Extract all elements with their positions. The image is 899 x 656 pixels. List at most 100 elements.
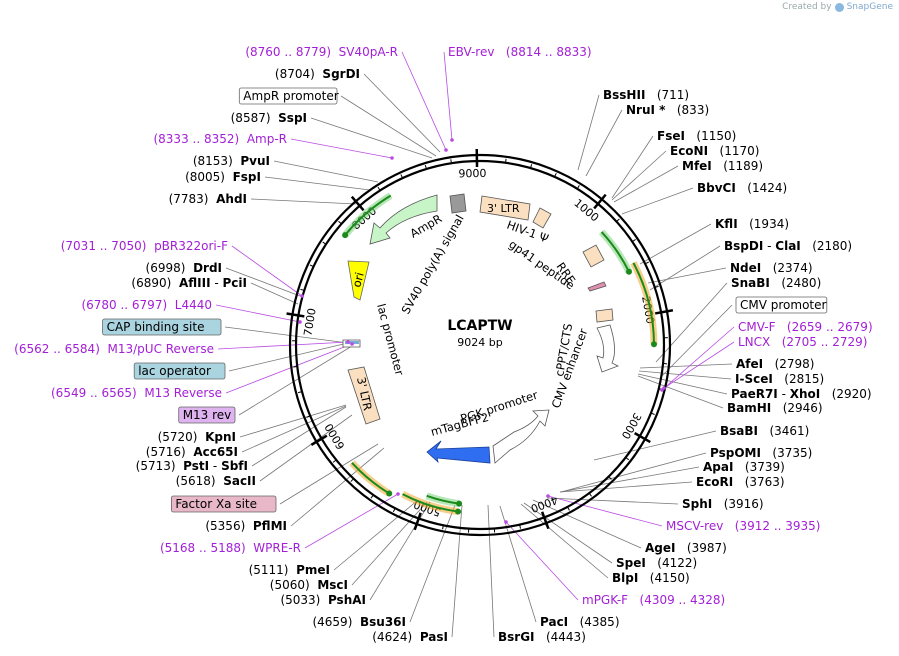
feature-ltr3[interactable] xyxy=(347,366,381,425)
primer-arc-ampr[interactable] xyxy=(344,194,392,236)
label-l41[interactable]: PspOMI (3735) xyxy=(710,446,812,460)
feature-pgk-promoter[interactable] xyxy=(492,409,550,464)
label-name-l50: SnaBI xyxy=(731,276,770,290)
label-name-l41: PspOMI xyxy=(710,446,761,460)
label-l29[interactable]: (4659) Bsu36I xyxy=(312,615,406,629)
label-pos-l05: (8587) xyxy=(231,111,279,125)
label-l15[interactable]: (6562 .. 6584) M13/pUC Reverse xyxy=(14,340,350,356)
label-l13[interactable]: (6780 .. 6797) L4440 xyxy=(81,298,302,324)
label-l45[interactable]: I-SceI (2815) xyxy=(735,372,824,386)
label-l34[interactable]: BlpI (4150) xyxy=(612,571,690,585)
feature-ori[interactable] xyxy=(347,260,370,301)
label-l06[interactable]: (8333 .. 8352) Amp-R xyxy=(153,132,394,160)
label-l28[interactable]: (5033) PshAI xyxy=(280,593,366,607)
label-l18[interactable]: M13 rev xyxy=(178,406,236,424)
leader-l39 xyxy=(559,481,693,493)
label-l11[interactable]: (6998) DrdI xyxy=(146,261,222,275)
label-l36[interactable]: AgeI (3987) xyxy=(645,541,727,555)
label-l37[interactable]: MSCV-rev (3912 .. 3935) xyxy=(546,494,821,533)
label-name2-l44: XhoI xyxy=(790,387,821,401)
label-l49[interactable]: CMV promoter xyxy=(735,296,828,314)
label-l38[interactable]: SphI (3916) xyxy=(682,497,764,511)
label-text-l45: I-SceI (2815) xyxy=(735,372,824,386)
label-l30[interactable]: (4624) PasI xyxy=(372,630,448,644)
label-pos-l28: (5033) xyxy=(280,593,328,607)
label-l17[interactable]: (6549 .. 6565) M13 Reverse xyxy=(51,342,354,400)
orf-arc-bottom[interactable] xyxy=(402,493,459,513)
feature-rre[interactable] xyxy=(582,244,605,268)
label-text-l59: BssHII (711) xyxy=(603,88,689,102)
label-l32[interactable]: PacI (4385) xyxy=(540,615,620,629)
label-l24[interactable]: (5356) PflMI xyxy=(205,519,287,533)
feature-mtagbfp2[interactable] xyxy=(426,440,491,464)
label-text-l57: FseI (1150) xyxy=(657,129,736,143)
primer-site-l13 xyxy=(298,320,302,324)
label-l23[interactable]: Factor Xa site xyxy=(170,495,277,513)
label-l05[interactable]: (8587) SspI xyxy=(231,111,307,125)
label-l26[interactable]: (5111) PmeI xyxy=(249,563,330,577)
label-l43[interactable]: BamHI (2946) xyxy=(727,401,823,415)
label-pos-l12: (6890) xyxy=(131,276,179,290)
label-l27[interactable]: (5060) MscI xyxy=(270,578,348,592)
feature-ltr5[interactable]: 3' LTR xyxy=(479,195,552,229)
label-l47[interactable]: LNCX (2705 .. 2729) xyxy=(662,335,867,390)
feature-cppt[interactable] xyxy=(595,308,614,323)
label-l48[interactable]: CMV-F (2659 .. 2679) xyxy=(660,320,873,392)
leader-l09 xyxy=(250,198,357,205)
feature-gp41[interactable] xyxy=(587,281,607,292)
label-l08[interactable]: (8005) FspI xyxy=(185,170,261,184)
label-name-l07: PvuI xyxy=(240,154,270,168)
label-l25[interactable]: (5168 .. 5188) WPRE-R xyxy=(160,492,400,555)
label-l31[interactable]: BsrGI (4443) xyxy=(498,630,586,644)
orf-arc-right[interactable] xyxy=(632,262,655,345)
feature-ampr[interactable] xyxy=(369,194,438,245)
feature-cmv-enhancer[interactable] xyxy=(596,324,619,373)
label-l04[interactable]: AmpR promoter xyxy=(238,87,339,105)
label-l39[interactable]: EcoRI (3763) xyxy=(696,475,785,489)
label-l44[interactable]: PaeR7I - XhoI (2920) xyxy=(731,387,872,401)
label-l03[interactable]: (8704) SgrDI xyxy=(275,67,360,81)
label-l14[interactable]: CAP binding site xyxy=(102,318,222,336)
leader-l55 xyxy=(613,165,679,203)
label-l40[interactable]: ApaI (3739) xyxy=(703,460,785,474)
label-l54[interactable]: BbvCI (1424) xyxy=(697,181,787,195)
label-l22[interactable]: (5618) SacII xyxy=(176,474,256,488)
leader-l02 xyxy=(443,51,453,141)
label-l16[interactable]: lac operator xyxy=(133,362,226,380)
label-name-l48: CMV-F xyxy=(738,320,776,334)
label-l52[interactable]: BspDI - ClaI (2180) xyxy=(724,239,852,253)
label-l50[interactable]: SnaBI (2480) xyxy=(731,276,821,290)
label-name-l18: M13 rev xyxy=(183,408,232,422)
label-pos-l26: (5111) xyxy=(249,563,297,577)
label-l56[interactable]: EcoNI (1170) xyxy=(670,144,759,158)
label-l02[interactable]: EBV-rev (8814 .. 8833) xyxy=(448,45,592,142)
label-l10[interactable]: (7031 .. 7050) pBR322ori-F xyxy=(61,239,304,298)
label-l53[interactable]: KflI (1934) xyxy=(715,217,789,231)
label-text-l47: LNCX (2705 .. 2729) xyxy=(738,335,867,349)
label-l57[interactable]: FseI (1150) xyxy=(657,129,736,143)
leader-l08 xyxy=(264,176,371,191)
label-text-l29: (4659) Bsu36I xyxy=(312,615,406,629)
label-l59[interactable]: BssHII (711) xyxy=(603,88,689,102)
label-l21[interactable]: (5713) PstI - SbfI xyxy=(136,459,248,473)
label-l42[interactable]: BsaBI (3461) xyxy=(720,424,809,438)
label-pos-l42: (3461) xyxy=(758,424,809,438)
label-name-l58: NruI * xyxy=(626,103,666,117)
leader-l47 xyxy=(663,341,735,389)
label-l20[interactable]: (5716) Acc65I xyxy=(146,445,238,459)
label-l01[interactable]: (8760 .. 8779) SV40pA-R xyxy=(245,45,448,152)
label-l51[interactable]: NdeI (2374) xyxy=(730,261,813,275)
label-l19[interactable]: (5720) KpnI xyxy=(158,430,236,444)
primer-arcs xyxy=(342,192,658,516)
label-l33[interactable]: mPGK-F (4309 .. 4328) xyxy=(504,520,725,607)
primer-site-l01 xyxy=(444,148,448,152)
label-l35[interactable]: SpeI (4122) xyxy=(616,556,697,570)
label-name-l20: Acc65I xyxy=(193,445,238,459)
label-l46[interactable]: AfeI (2798) xyxy=(736,357,814,371)
label-l09[interactable]: (7783) AhdI xyxy=(169,192,247,206)
label-l58[interactable]: NruI * (833) xyxy=(626,103,709,117)
label-l07[interactable]: (8153) PvuI xyxy=(193,154,270,168)
label-l55[interactable]: MfeI (1189) xyxy=(682,159,763,173)
feature-ampr-promoter[interactable] xyxy=(449,193,467,214)
label-l12[interactable]: (6890) AflIII - PciI xyxy=(131,276,247,290)
